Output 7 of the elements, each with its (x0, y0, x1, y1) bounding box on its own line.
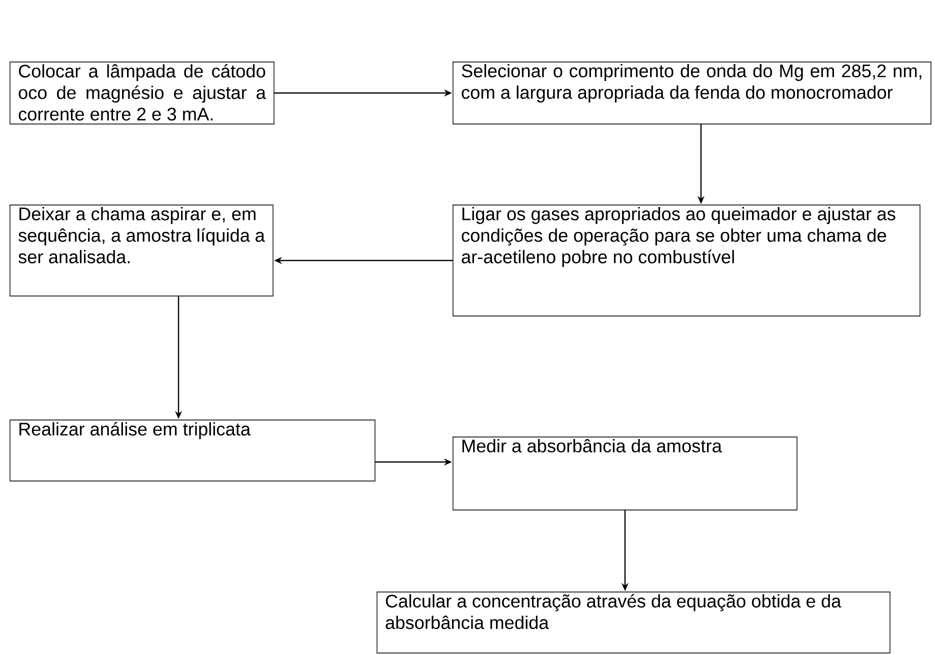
process-box: Ligar os gases apropriados ao queimador e ajustar as condições de operação para se obter uma chama de ar-acetileno pobre no combustível (452, 204, 920, 316)
process-box: Medir a absorbância da amostra (452, 436, 798, 510)
process-box: Deixar a chama aspirar e, em sequência, a amostra líquida a ser analisada. (10, 204, 274, 296)
process-box: Colocar a lâmpada de cátodo oco de magnésio e ajustar a corrente entre 2 e 3 mA. (10, 62, 274, 124)
process-box: Realizar análise em triplicata (10, 420, 376, 482)
process-box: Calcular a concentração através da equação obtida e da absorbância medida (376, 592, 890, 654)
process-box: Selecionar o comprimento de onda do Mg em 285,2 nm, com a largura apropriada da fenda do monocromador (452, 62, 932, 124)
